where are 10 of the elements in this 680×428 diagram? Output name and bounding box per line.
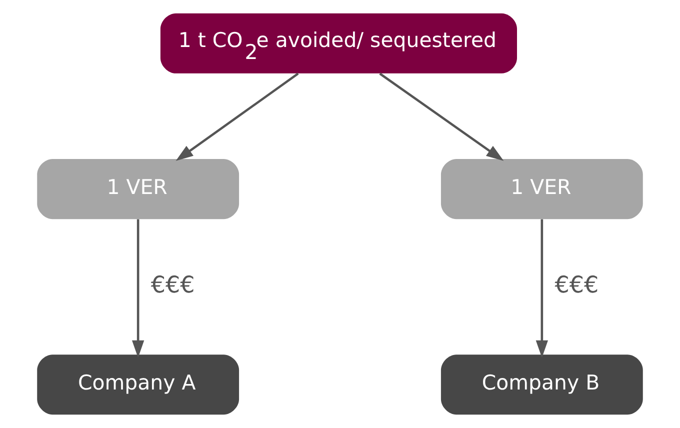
arrow bbox=[536, 219, 548, 358]
arrow bbox=[176, 72, 299, 161]
arrow bbox=[132, 219, 144, 358]
edge-label: €€€ bbox=[150, 272, 195, 298]
edge-label: €€€ bbox=[554, 272, 599, 298]
arrow bbox=[379, 72, 504, 161]
node-box: Company B bbox=[440, 354, 643, 415]
node-box: Company A bbox=[37, 354, 240, 415]
node-box: 1 VER bbox=[37, 159, 240, 220]
node-box: 1 VER bbox=[440, 159, 643, 220]
